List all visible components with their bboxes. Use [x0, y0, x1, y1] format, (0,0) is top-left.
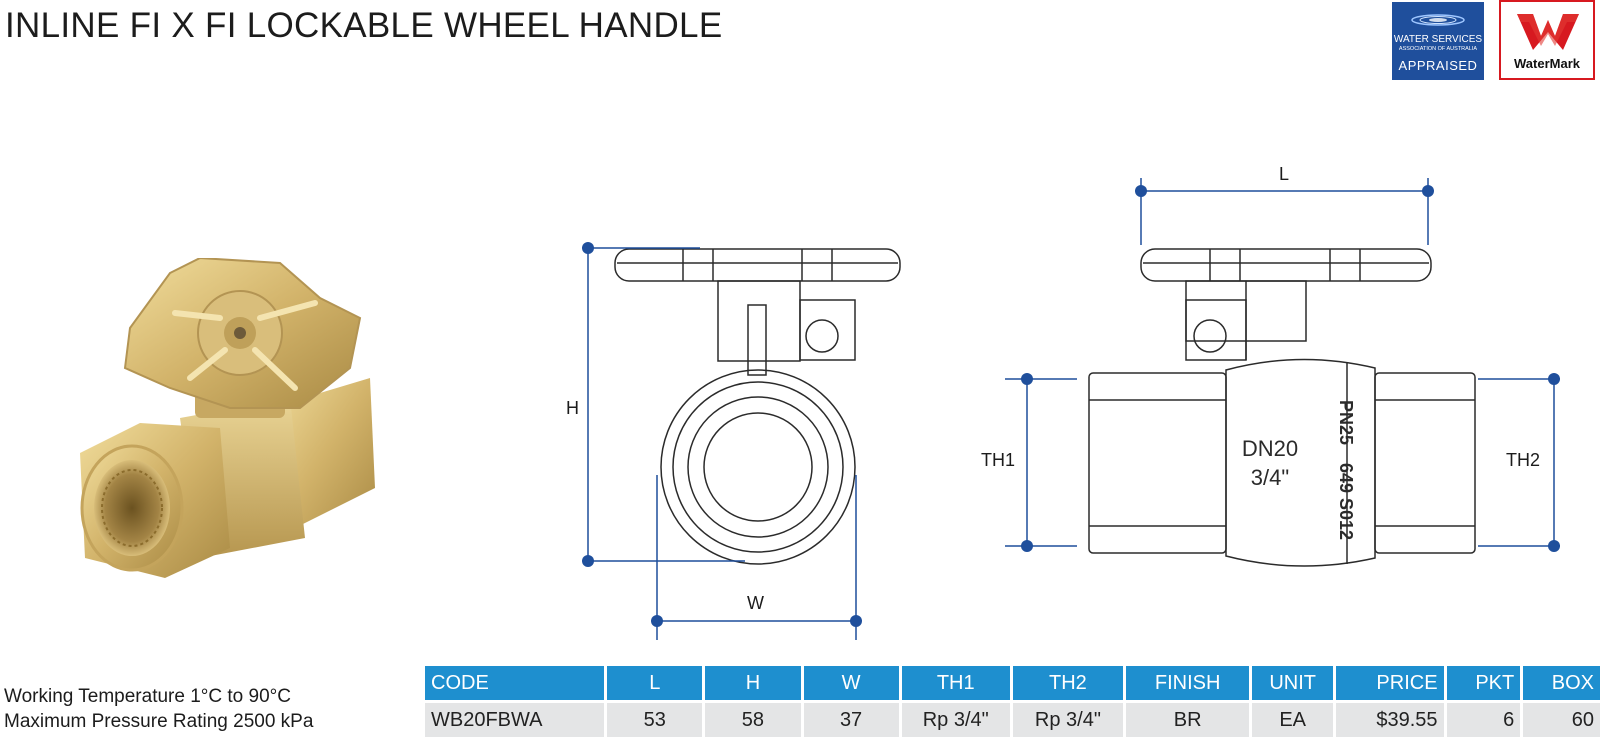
header-w: W [802, 666, 902, 702]
header-th2: TH2 [1011, 666, 1126, 702]
dim-label-h: H [566, 398, 579, 418]
dim-label-th2: TH2 [1506, 450, 1541, 470]
table-header-row: CODE L H W TH1 TH2 FINISH UNIT PRICE PKT… [425, 666, 1600, 702]
side-view [1088, 248, 1476, 567]
body-mark-std: 649 S012 [1336, 463, 1356, 540]
header-th1: TH1 [900, 666, 1013, 702]
header-unit: UNIT [1250, 666, 1337, 702]
body-mark-size: DN20 [1242, 436, 1298, 461]
header-price: PRICE [1334, 666, 1447, 702]
watermark-logo-icon [1517, 14, 1579, 50]
temperature-label: Working Temperature [4, 686, 185, 707]
side-body-marks: DN20 3/4" PN25 649 S012 [1242, 400, 1356, 540]
cell-pkt: 6 [1445, 700, 1524, 737]
cell-unit: EA [1250, 700, 1337, 737]
dim-label-l: L [1279, 164, 1290, 184]
pressure-line: Maximum Pressure Rating 2500 kPa [4, 709, 313, 734]
header-l: L [605, 666, 706, 702]
watermark-label: WaterMark [1514, 56, 1580, 71]
cell-l: 53 [605, 700, 706, 737]
cell-price: $39.55 [1334, 700, 1447, 737]
pressure-label: Maximum Pressure Rating [4, 711, 228, 732]
wsaa-line2: ASSOCIATION OF AUSTRALIA [1398, 46, 1478, 52]
side-dimensions [1005, 178, 1560, 552]
wsaa-line3: APPRAISED [1398, 58, 1478, 73]
cell-th1: Rp 3/4" [900, 700, 1013, 737]
header-box: BOX [1521, 666, 1600, 702]
pressure-value: 2500 kPa [233, 711, 314, 732]
table-row: WB20FBWA 53 58 37 Rp 3/4" Rp 3/4" BR EA … [425, 700, 1600, 737]
cell-h: 58 [703, 700, 804, 737]
spec-notes: Working Temperature 1°C to 90°C Maximum … [4, 684, 313, 734]
cell-finish: BR [1124, 700, 1253, 737]
wsaa-swirl-icon [1411, 14, 1465, 26]
dim-label-w: W [747, 593, 764, 613]
wsaa-appraised-badge: WATER SERVICES ASSOCIATION OF AUSTRALIA … [1392, 2, 1484, 80]
page-title: INLINE FI X FI LOCKABLE WHEEL HANDLE [5, 6, 723, 45]
front-view [614, 248, 901, 565]
header-code: CODE [425, 666, 608, 702]
header-h: H [703, 666, 804, 702]
body-mark-rating: PN25 [1336, 400, 1356, 445]
temperature-line: Working Temperature 1°C to 90°C [4, 684, 313, 709]
cell-w: 37 [802, 700, 902, 737]
watermark-badge: WaterMark [1499, 0, 1595, 80]
brass-ball-valve-photo [80, 258, 375, 578]
cell-code: WB20FBWA [425, 700, 608, 737]
wsaa-line1: WATER SERVICES [1393, 34, 1483, 45]
header-pkt: PKT [1445, 666, 1524, 702]
temperature-value: 1°C to 90°C [190, 686, 291, 707]
cell-box: 60 [1521, 700, 1600, 737]
dim-label-th1: TH1 [981, 450, 1016, 470]
body-mark-thread: 3/4" [1251, 465, 1289, 490]
cell-th2: Rp 3/4" [1011, 700, 1126, 737]
front-dimensions [582, 242, 862, 640]
product-spec-table: CODE L H W TH1 TH2 FINISH UNIT PRICE PKT… [425, 666, 1600, 737]
header-finish: FINISH [1124, 666, 1253, 702]
